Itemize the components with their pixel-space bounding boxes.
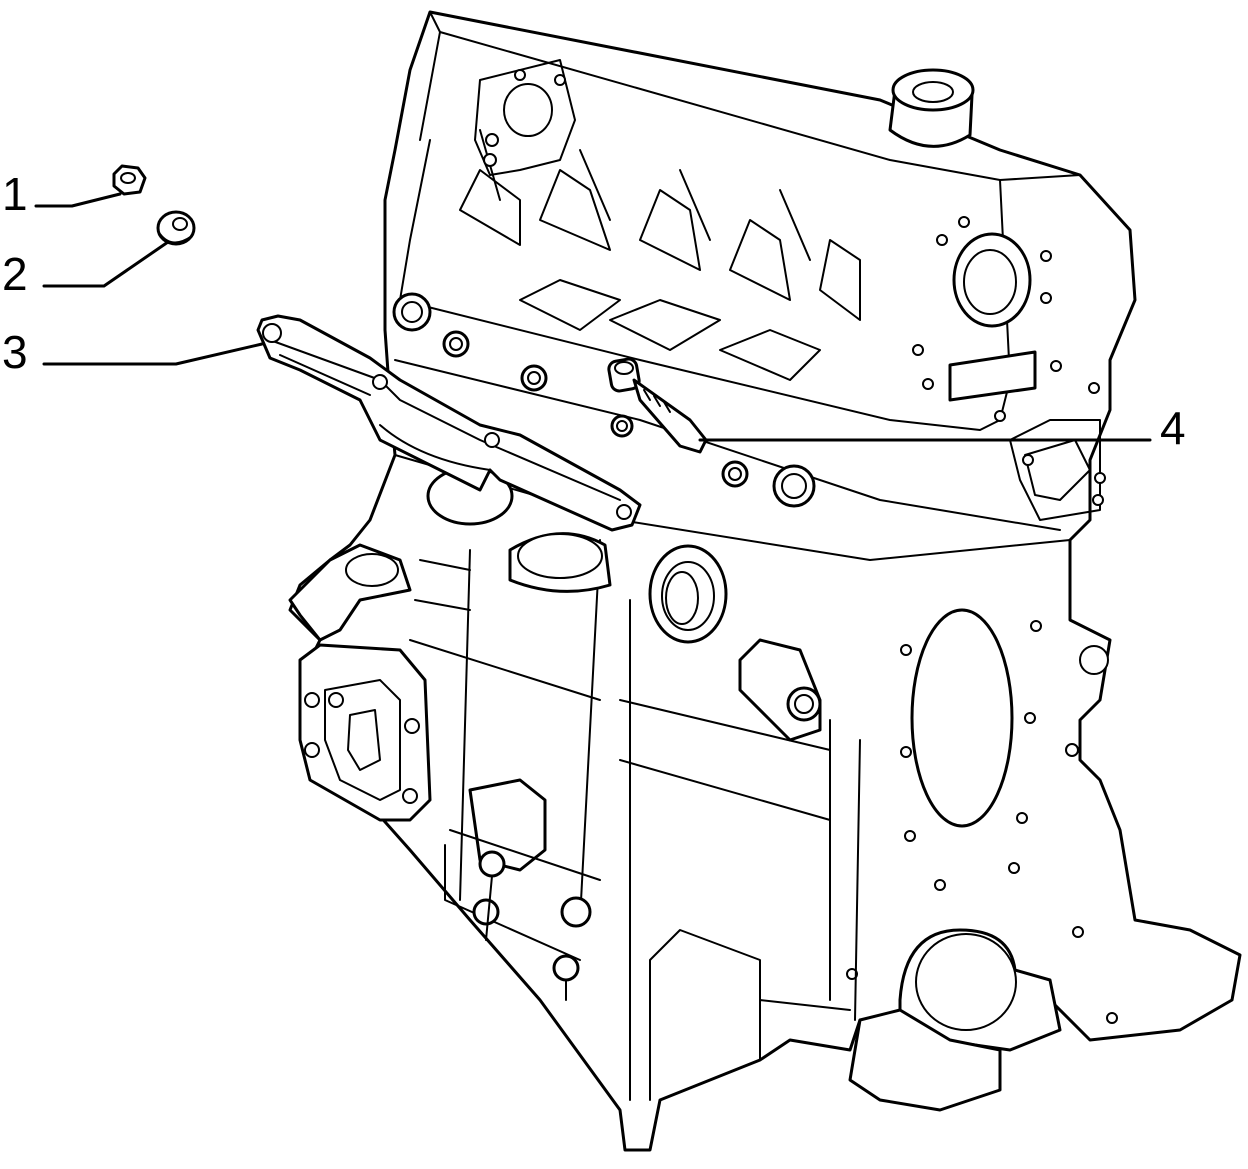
leader-1 <box>34 192 122 208</box>
part-3-oil-pump-strap <box>256 314 642 532</box>
upper-left-flange <box>474 59 576 176</box>
block-top-deck <box>429 11 1081 181</box>
block-front-face <box>846 216 1118 1112</box>
leader-2 <box>42 240 170 288</box>
mount-boss <box>738 638 822 742</box>
callout-2: 2 <box>2 248 28 300</box>
part-1-nut <box>112 164 147 196</box>
side-seal-ring <box>648 544 728 644</box>
engine-block <box>288 10 1242 1152</box>
callout-labels: 1 2 3 4 <box>2 168 1186 454</box>
crankcase-openings <box>426 466 612 593</box>
engine-mount-plate <box>298 643 432 822</box>
part-4-stud <box>607 357 708 454</box>
callout-3: 3 <box>2 326 28 378</box>
oil-filler-neck <box>888 68 975 148</box>
callout-1: 1 <box>2 168 28 220</box>
block-ribs <box>459 129 861 381</box>
callout-4: 4 <box>1160 402 1186 454</box>
block-top-edge <box>419 31 441 141</box>
part-2-washer <box>156 210 196 246</box>
lower-side-webs <box>409 539 861 1101</box>
callout-leaders <box>34 192 1152 442</box>
side-core-plugs <box>392 292 816 508</box>
lower-bracket <box>444 778 601 1001</box>
block-bottom-skirt <box>649 929 851 1101</box>
engine-block-outline <box>288 10 1242 1152</box>
leader-3 <box>42 342 264 366</box>
